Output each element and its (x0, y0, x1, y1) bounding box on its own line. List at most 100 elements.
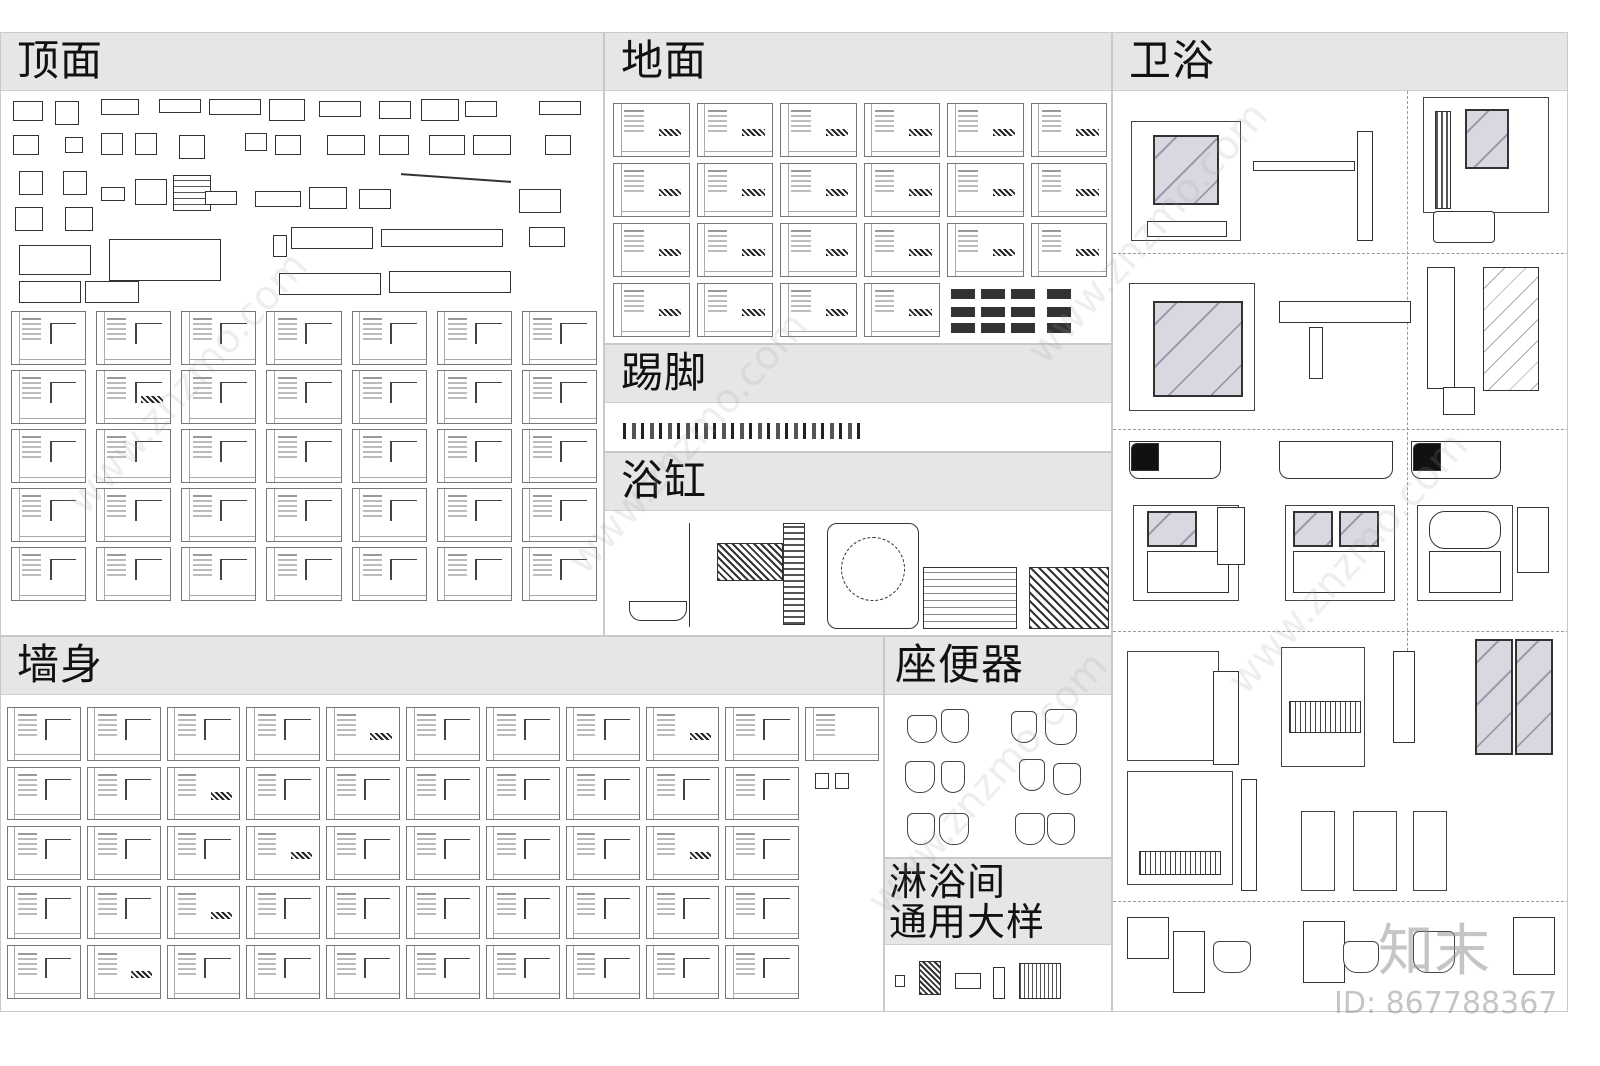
wall-sheet (246, 945, 321, 999)
wall-sheet (166, 707, 241, 761)
floor-panel: 地面 (604, 32, 1112, 344)
wall-sheet (246, 885, 321, 940)
wall-sheet (7, 945, 81, 999)
ceiling-sheet (11, 311, 87, 365)
ceiling-sheet (436, 311, 512, 365)
floor-sheet-grid (613, 103, 1107, 337)
floor-sheet (696, 283, 773, 337)
wall-sheet (805, 707, 879, 761)
floor-title: 地面 (621, 36, 708, 85)
ceiling-sheet (436, 370, 512, 424)
ceiling-sheet (351, 429, 427, 483)
ceiling-sheet (181, 370, 257, 424)
ceiling-sheet (96, 370, 172, 424)
shower-header: 淋浴间 通用大样 (885, 859, 1111, 945)
floor-sheet (613, 283, 690, 337)
wall-sheet (406, 945, 480, 999)
ceiling-sheet (521, 488, 597, 542)
skirting-header: 踢脚 (605, 345, 1111, 403)
ceiling-sheet (11, 370, 87, 424)
wall-sheet (406, 885, 480, 940)
wall-sheet (246, 707, 321, 761)
floor-sheet (613, 163, 690, 217)
floor-sheet (863, 223, 940, 277)
floor-sheet (863, 163, 940, 217)
ceiling-sheet (521, 429, 597, 483)
wall-sheet (7, 766, 81, 821)
wall-sheet (7, 826, 81, 880)
wall-sheet (326, 885, 401, 940)
floor-sheet (696, 103, 773, 157)
ceiling-sheet (351, 370, 427, 424)
floor-sheet (696, 223, 773, 277)
floor-sheet (947, 103, 1024, 157)
ceiling-detail-fragments (9, 95, 599, 335)
wall-sheet (645, 766, 720, 821)
ceiling-sheet (96, 488, 172, 542)
shower-drawings (885, 949, 1111, 1011)
wall-sheet (485, 945, 560, 999)
wall-sheet (326, 826, 401, 880)
wall-sheet (166, 885, 241, 940)
ceiling-sheet (96, 311, 172, 365)
wall-sheet (86, 826, 161, 880)
ceiling-sheet (351, 488, 427, 542)
ceiling-sheet (266, 311, 342, 365)
wall-sheet (565, 826, 640, 880)
wall-small-detail (805, 767, 879, 821)
floor-sheet (780, 283, 857, 337)
ceiling-sheet (11, 547, 87, 601)
bathtub-header: 浴缸 (605, 453, 1111, 511)
wall-header: 墙身 (1, 637, 883, 695)
wall-sheet (326, 766, 401, 821)
wall-sheet (485, 766, 560, 821)
skirting-details (623, 423, 863, 439)
wall-sheet (246, 766, 321, 821)
wall-sheet (725, 707, 800, 761)
wall-sheet (645, 885, 720, 940)
wall-sheet (565, 945, 640, 999)
floor-sheet (696, 163, 773, 217)
ceiling-sheet (266, 370, 342, 424)
ceiling-sheet (11, 488, 87, 542)
wall-title: 墙身 (17, 640, 104, 689)
wall-sheet (166, 826, 241, 880)
ceiling-panel: 顶面 (0, 32, 604, 636)
wall-sheet (7, 707, 81, 761)
wall-sheet (86, 707, 161, 761)
skirting-panel: 踢脚 (604, 344, 1112, 452)
wall-sheet (326, 945, 401, 999)
wall-sheet (246, 826, 321, 880)
ceiling-title: 顶面 (17, 36, 104, 85)
bathtub-panel: 浴缸 (604, 452, 1112, 636)
wall-sheet (725, 826, 800, 880)
wall-sheet (485, 885, 560, 940)
shower-panel: 淋浴间 通用大样 (884, 858, 1112, 1012)
wall-sheet (645, 707, 720, 761)
wall-sheet (166, 766, 241, 821)
wall-sheet (406, 707, 480, 761)
ceiling-sheet (436, 429, 512, 483)
floor-sheet (863, 103, 940, 157)
ceiling-header: 顶面 (1, 33, 603, 91)
bathtub-title: 浴缸 (621, 456, 708, 505)
wall-sheet (86, 885, 161, 940)
ceiling-sheet (436, 547, 512, 601)
wall-panel: 墙身 (0, 636, 884, 1012)
bathroom-title: 卫浴 (1129, 36, 1216, 85)
wall-sheet (326, 707, 401, 761)
floor-sheet (780, 223, 857, 277)
floor-sheet (947, 223, 1024, 277)
ceiling-sheet-grid (11, 311, 597, 601)
wall-sheet (645, 826, 720, 880)
bathroom-drawings (1113, 91, 1567, 1011)
ceiling-sheet (436, 488, 512, 542)
ceiling-sheet (96, 547, 172, 601)
floor-sheet (780, 163, 857, 217)
ceiling-sheet (181, 547, 257, 601)
floor-small-details (947, 283, 1107, 337)
toilet-title: 座便器 (895, 640, 1025, 689)
wall-sheet (565, 885, 640, 940)
wall-sheet (7, 885, 81, 940)
ceiling-sheet (11, 429, 87, 483)
